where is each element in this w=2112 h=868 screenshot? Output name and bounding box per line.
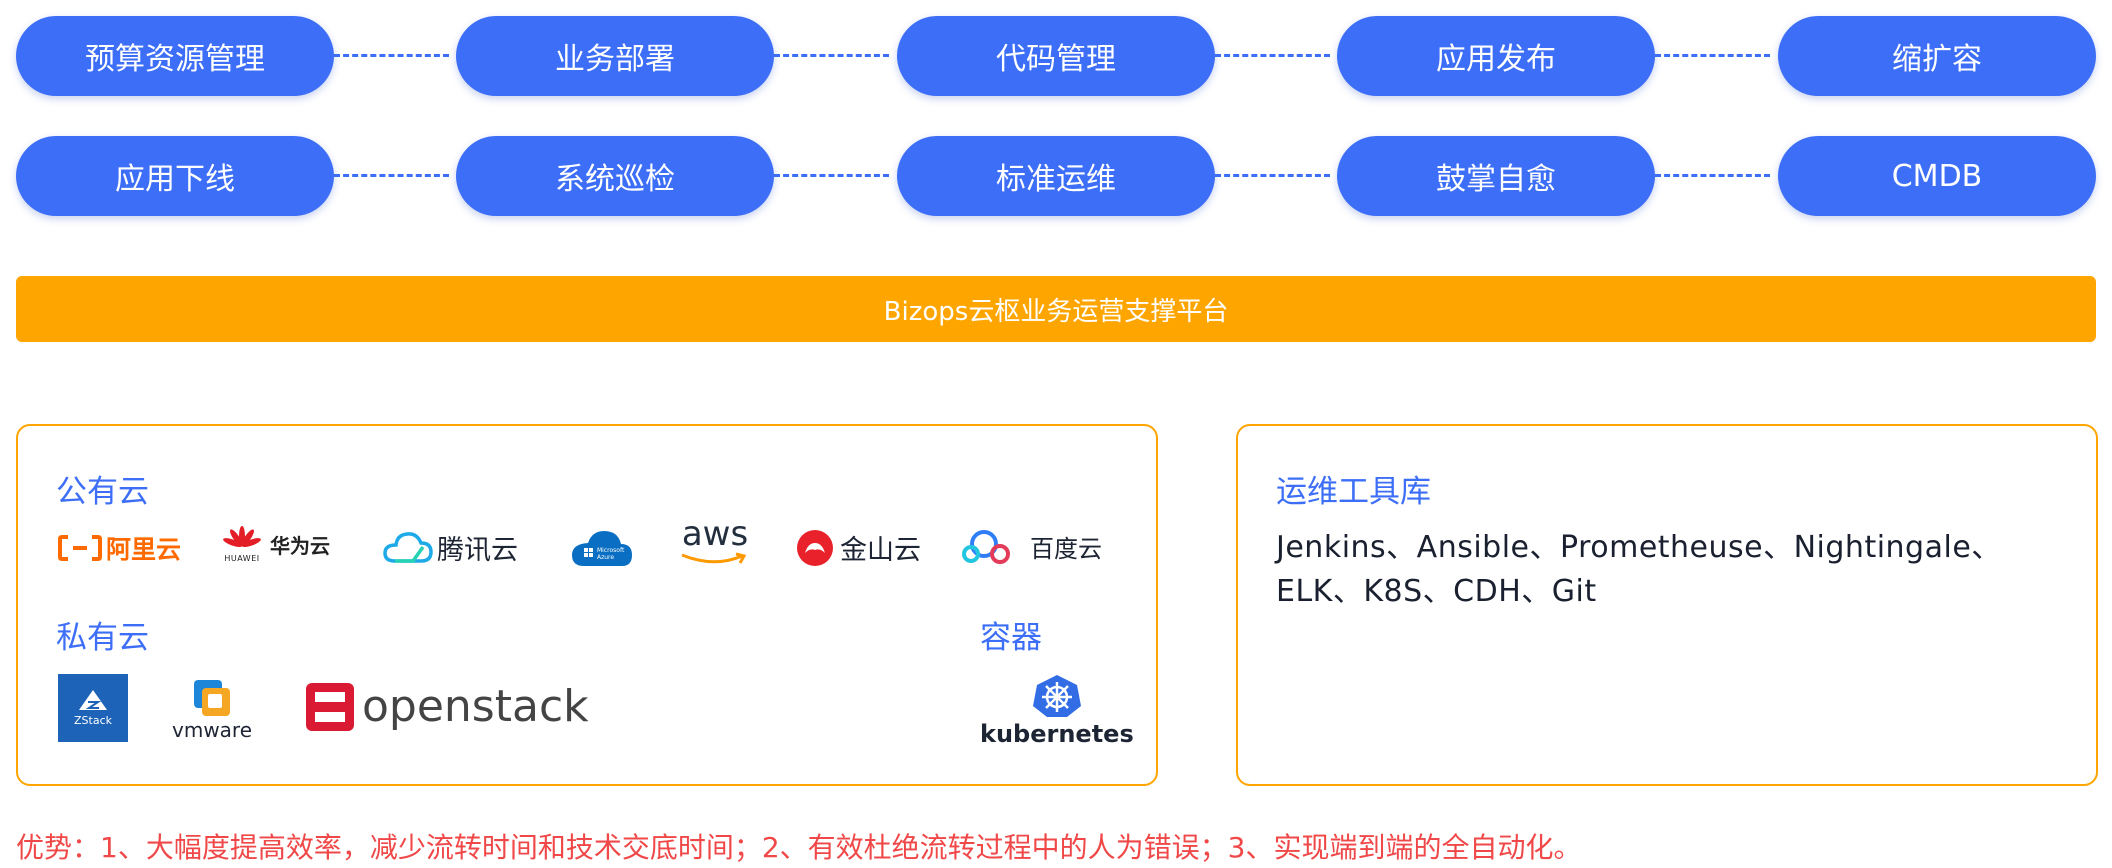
vmware-logo: vmware <box>172 678 252 740</box>
connector-dash <box>1655 54 1770 57</box>
connector-dash <box>334 54 449 57</box>
tencent-cloud-icon <box>383 531 433 563</box>
aliyun-icon <box>58 535 102 561</box>
step-code-management: 代码管理 <box>897 16 1215 96</box>
svg-text:Azure: Azure <box>597 554 614 561</box>
step-budget-resource: 预算资源管理 <box>16 16 334 96</box>
public-cloud-title: 公有云 <box>56 474 149 510</box>
baidu-cloud-icon <box>962 530 1010 564</box>
huawei-logo: HUAWEI 华为云 <box>222 526 330 563</box>
kingsoft-logo: 金山云 <box>796 528 921 567</box>
connector-dash <box>334 174 449 177</box>
tencent-text: 腾讯云 <box>437 535 518 566</box>
huawei-text: 华为云 <box>270 534 330 558</box>
aws-smile-icon <box>681 552 747 564</box>
aliyun-text: 阿里云 <box>106 535 182 564</box>
aliyun-logo: 阿里云 <box>58 530 181 566</box>
connector-dash <box>1655 174 1770 177</box>
tools-list: Jenkins、Ansible、Prometheuse、Nightingale、… <box>1276 530 2002 609</box>
baidu-text: 百度云 <box>1030 534 1102 563</box>
openstack-logo: openstack <box>306 683 589 731</box>
step-system-inspection: 系统巡检 <box>456 136 774 216</box>
zstack-icon <box>79 690 107 710</box>
vmware-icon <box>194 680 231 716</box>
step-business-deploy: 业务部署 <box>456 16 774 96</box>
container-title: 容器 <box>980 620 1042 656</box>
step-cmdb: CMDB <box>1778 136 2096 216</box>
step-scaling: 缩扩容 <box>1778 16 2096 96</box>
huawei-icon <box>223 526 261 548</box>
kubernetes-text: kubernetes <box>980 720 1134 748</box>
tools-panel <box>1236 424 2098 786</box>
vmware-text: vmware <box>172 718 253 742</box>
kubernetes-logo: kubernetes <box>980 674 1134 748</box>
kingsoft-text: 金山云 <box>840 535 921 566</box>
azure-logo: Microsoft Azure <box>570 528 634 568</box>
connector-dash <box>1215 54 1330 57</box>
platform-bar: Bizops云枢业务运营支撑平台 <box>16 276 2096 342</box>
step-app-offline: 应用下线 <box>16 136 334 216</box>
aws-logo: aws <box>680 516 750 566</box>
azure-cloud-icon: Microsoft Azure <box>572 531 632 566</box>
openstack-icon <box>306 683 354 731</box>
tencent-logo: 腾讯云 <box>383 528 518 567</box>
kubernetes-icon <box>1032 675 1081 717</box>
zstack-text: ZStack <box>74 714 112 727</box>
connector-dash <box>774 174 889 177</box>
huawei-small-text: HUAWEI <box>224 554 260 563</box>
private-cloud-title: 私有云 <box>56 620 149 656</box>
svg-text:Microsoft: Microsoft <box>597 547 625 554</box>
advantage-text: 优势：1、大幅度提高效率，减少流转时间和技术交底时间；2、有效杜绝流转过程中的人… <box>16 831 1582 864</box>
kingsoft-icon <box>797 529 833 566</box>
step-app-release: 应用发布 <box>1337 16 1655 96</box>
openstack-text: openstack <box>362 681 589 732</box>
connector-dash <box>774 54 889 57</box>
tools-title: 运维工具库 <box>1276 474 1431 510</box>
aws-text: aws <box>681 514 749 554</box>
zstack-logo: ZStack <box>58 674 128 742</box>
baidu-logo: 百度云 <box>962 526 1102 566</box>
step-fault-self-healing: 鼓掌自愈 <box>1337 136 1655 216</box>
step-standard-ops: 标准运维 <box>897 136 1215 216</box>
connector-dash <box>1215 174 1330 177</box>
cloud-panel <box>16 424 1158 786</box>
